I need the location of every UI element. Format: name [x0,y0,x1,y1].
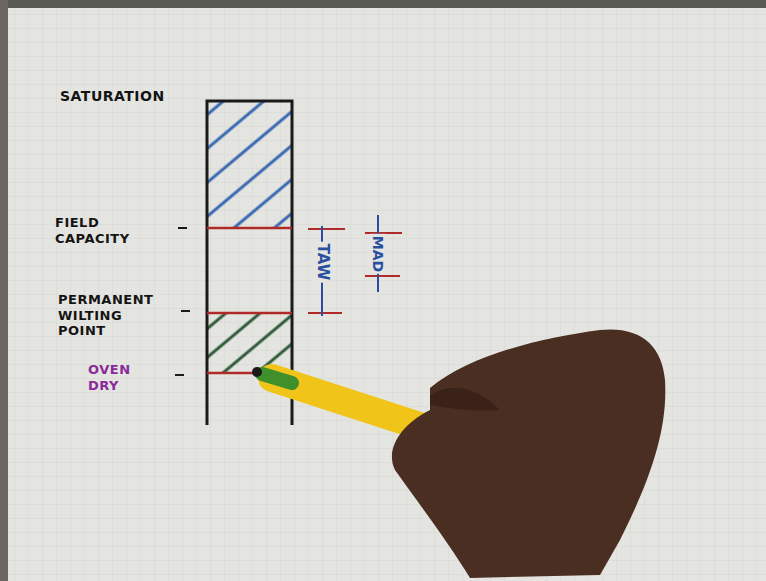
tick-mark [175,374,184,376]
level-label: FIELD CAPACITY [55,215,140,246]
photo-edge [0,0,766,8]
tick-mark [181,310,190,312]
field-capacity-line [207,227,292,230]
marker-point [252,367,262,377]
gravitational-water-hatch [208,102,291,228]
bracket-label: TAW [314,242,331,283]
bracket-tick [365,275,400,277]
bracket-tick [308,312,342,314]
photo-edge [0,0,8,581]
soil-column [207,101,292,425]
hand [392,329,665,578]
level-label: SATURATION [60,88,200,105]
bracket-tick [308,228,345,230]
tick-mark [178,227,187,229]
wilting-point-line [207,312,292,315]
hygroscopic-water-hatch [208,313,291,373]
hand-shadow [430,388,500,411]
level-label: PERMANENT WILTING POINT [58,292,153,339]
marker-tip [262,374,292,383]
bracket-label: MAD [370,234,386,274]
level-label: OVEN DRY [88,362,148,393]
